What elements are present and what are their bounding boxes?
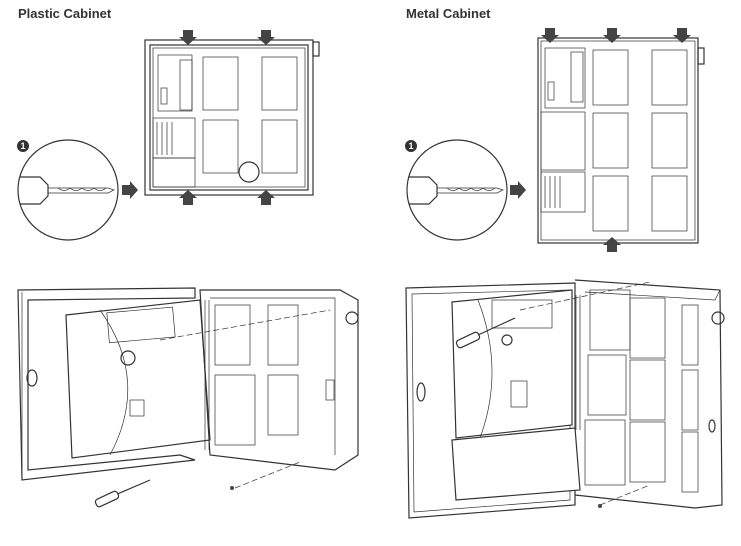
step-badge-plastic: 1 xyxy=(17,140,29,152)
plastic-cabinet-open-view xyxy=(17,287,359,508)
screwdriver-icon xyxy=(94,490,120,508)
plastic-cabinet-back-view xyxy=(144,30,320,205)
drill-bit-magnifier-metal xyxy=(406,139,526,241)
drill-bit-magnifier-plastic xyxy=(17,139,138,241)
metal-cabinet-title: Metal Cabinet xyxy=(406,6,491,21)
arrow-icon xyxy=(122,181,138,199)
metal-cabinet-back-view xyxy=(537,28,705,252)
step-badge-metal: 1 xyxy=(405,140,417,152)
metal-cabinet-open-view xyxy=(405,279,725,519)
plastic-cabinet-title: Plastic Cabinet xyxy=(18,6,112,21)
arrow-icon xyxy=(510,181,526,199)
